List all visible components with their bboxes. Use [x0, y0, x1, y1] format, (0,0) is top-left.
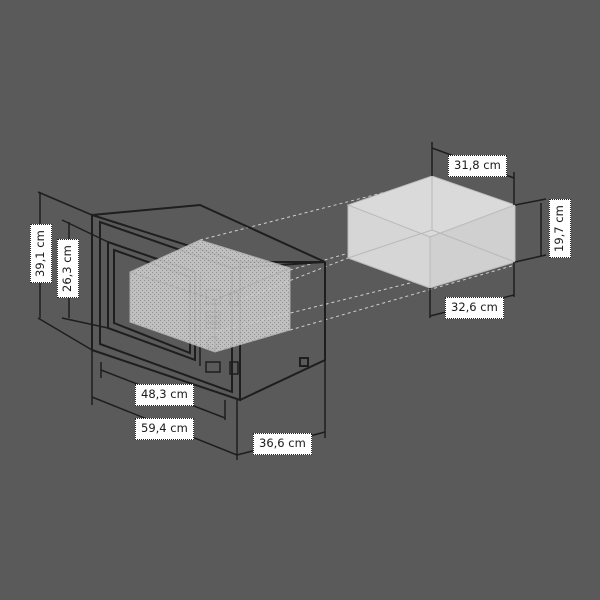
cavity-box [346, 175, 517, 289]
dimension-label-frame-width: 59,4 cm [135, 418, 194, 440]
dimension-label-cavity-height: 19,7 cm [549, 199, 571, 258]
dimension-label-depth: 36,6 cm [253, 433, 312, 455]
internal-cavity [129, 239, 291, 353]
dimension-label-door-width: 48,3 cm [135, 384, 194, 406]
dimension-label-door-height: 26,3 cm [57, 239, 79, 298]
dimension-label-cavity-width: 32,6 cm [445, 297, 504, 319]
dimension-label-cavity-depth: 31,8 cm [448, 155, 507, 177]
dimension-label-frame-height: 39,1 cm [30, 224, 52, 283]
